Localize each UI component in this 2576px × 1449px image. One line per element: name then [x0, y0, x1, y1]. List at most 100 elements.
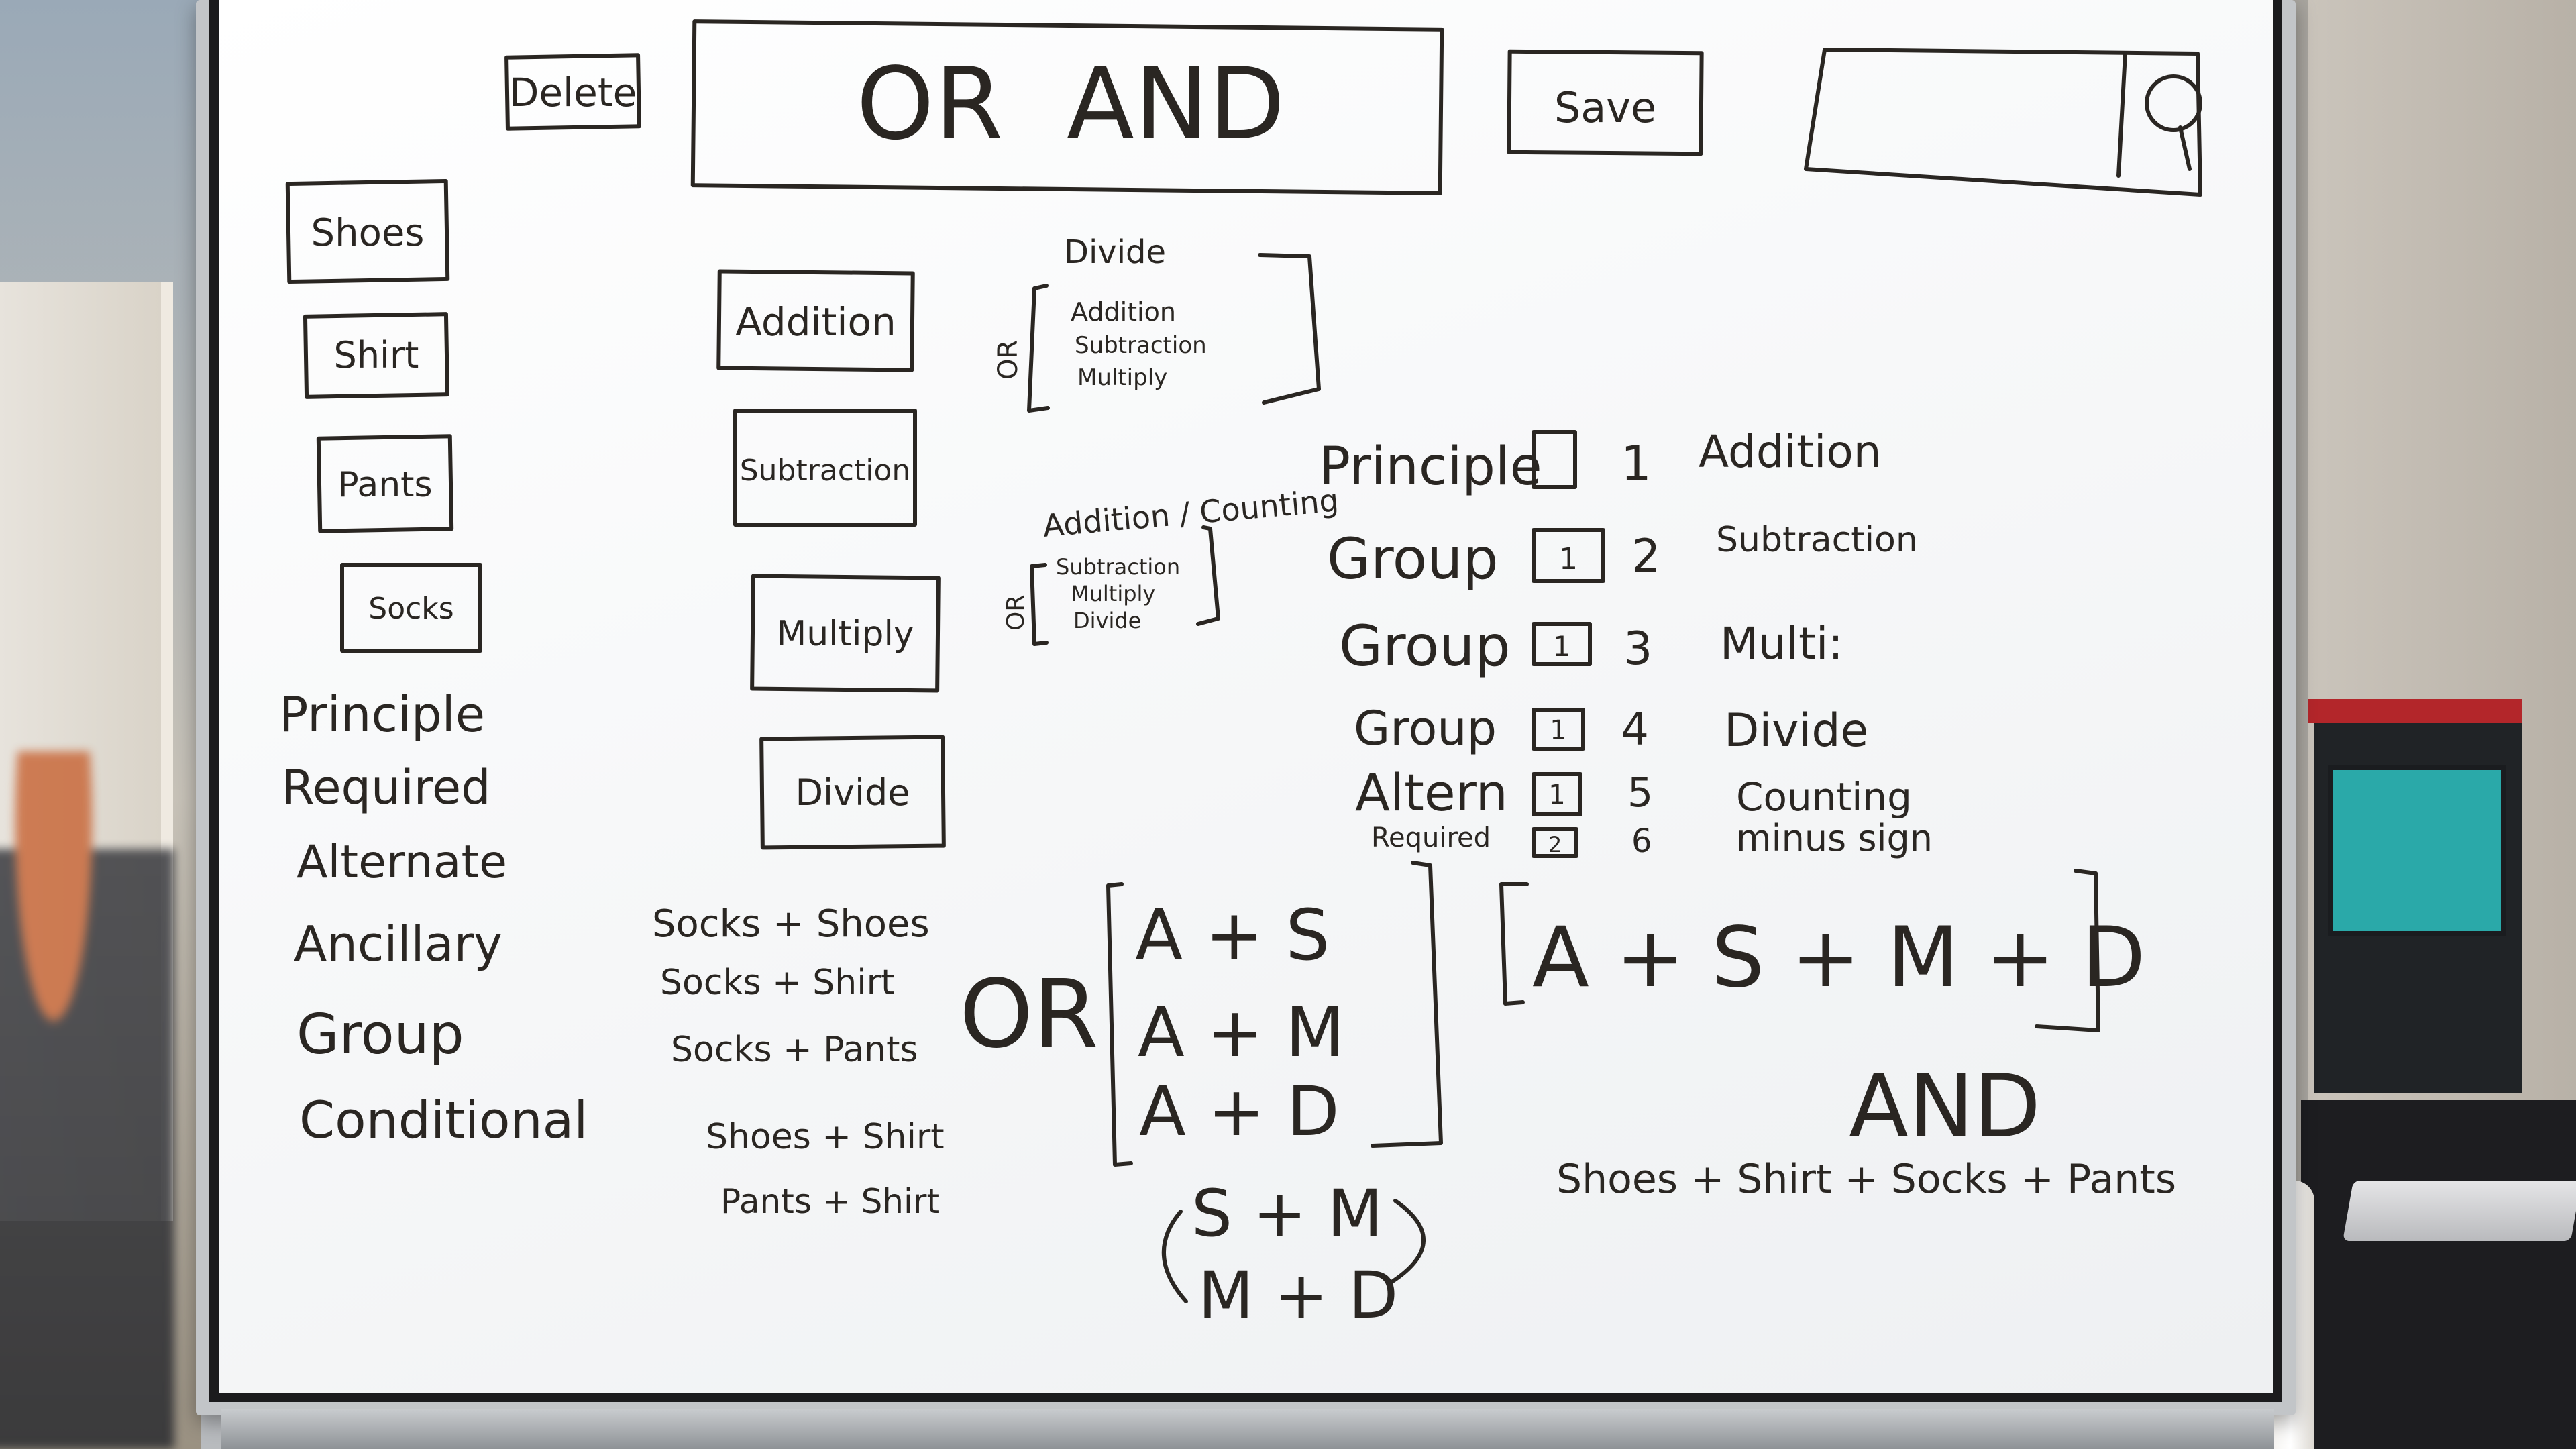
- whiteboard-surface: [219, 0, 2273, 1393]
- divide-note-or: OR: [993, 340, 1024, 380]
- and-items: Shoes + Shirt + Socks + Pants: [1556, 1156, 2176, 1203]
- role-3: Group: [1354, 701, 1497, 756]
- save-button: Save: [1554, 83, 1656, 132]
- or-label: OR: [959, 960, 1098, 1069]
- divide-note-item-multiply: Multiply: [1077, 364, 1167, 391]
- or-group-right-bracket: [1371, 861, 1443, 1148]
- role-box-1: 1: [1559, 542, 1578, 576]
- type-principle: Principle: [279, 686, 485, 743]
- group-checkbox-1: [1532, 528, 1605, 583]
- multiply-box: [750, 574, 941, 693]
- or-group-a-plus-d: A + D: [1139, 1072, 1340, 1152]
- subtraction-button: Subtraction: [740, 453, 911, 488]
- operator-bar-text: OR AND: [856, 46, 1285, 162]
- marker-tray: [221, 1409, 2274, 1449]
- role-box-4: 1: [1548, 780, 1565, 810]
- type-required: Required: [282, 760, 491, 815]
- pants-box: [316, 434, 454, 533]
- delete-button: Delete: [509, 70, 637, 115]
- role-number-3: 4: [1621, 704, 1649, 755]
- role-table: Principle 1 Addition Group 1 2 Subtracti…: [1319, 426, 1933, 860]
- delete-box: [504, 53, 641, 131]
- search-field-box: [1804, 48, 2202, 197]
- divide-box: [759, 735, 946, 850]
- shirt-button: Shirt: [334, 334, 419, 376]
- role-number-1: 2: [1631, 530, 1660, 583]
- addition-button: Addition: [735, 299, 896, 345]
- or-group-a-plus-m: A + M: [1138, 993, 1344, 1073]
- divide-button: Divide: [795, 771, 910, 814]
- group-checkbox-2: [1532, 622, 1592, 666]
- role-number-5: 6: [1631, 822, 1652, 860]
- paren-group-right: [1391, 1199, 1426, 1283]
- addition-note-item-multiply: Multiply: [1071, 581, 1155, 606]
- role-4: Altern: [1355, 763, 1508, 822]
- whiteboard-drawing: Delete OR AND Save Shoes Shirt Pants Soc…: [279, 19, 2202, 1333]
- whiteboard-bezel: [209, 0, 2282, 1402]
- or-group-a-plus-s: A + S: [1135, 894, 1330, 976]
- shoes-box: [285, 178, 450, 284]
- and-expression: A + S + M + D: [1532, 910, 2145, 1006]
- altern-checkbox: [1532, 772, 1582, 816]
- role-box-2: 1: [1553, 630, 1571, 663]
- role-operation-4: Counting: [1736, 774, 1912, 820]
- laptop: [2343, 1181, 2576, 1241]
- socks-button: Socks: [368, 592, 453, 626]
- addition-note-item-subtraction: Subtraction: [1056, 554, 1180, 580]
- role-operation-3: Divide: [1724, 704, 1868, 757]
- type-group: Group: [297, 1003, 464, 1067]
- pants-button: Pants: [337, 465, 432, 505]
- search-icon: [2145, 74, 2202, 171]
- addition-note-or: OR: [1002, 595, 1030, 631]
- combo-pants-shirt: Pants + Shirt: [720, 1182, 940, 1221]
- role-operation-2: Multi:: [1720, 618, 1843, 669]
- role-0: Principle: [1319, 437, 1542, 497]
- and-right-bracket: [2035, 869, 2100, 1032]
- divide-note-right-bracket: [1258, 253, 1321, 405]
- role-number-4: 5: [1627, 769, 1653, 816]
- shirt-box: [303, 312, 450, 399]
- required-checkbox: [1532, 827, 1578, 858]
- role-operation-0: Addition: [1699, 426, 1882, 478]
- addition-note-item-divide: Divide: [1073, 608, 1141, 633]
- operator-bar-box: [690, 19, 1444, 195]
- combo-socks-shoes: Socks + Shoes: [652, 902, 930, 946]
- role-1: Group: [1327, 526, 1499, 592]
- divide-note-item-subtraction: Subtraction: [1075, 332, 1207, 359]
- role-2: Group: [1339, 613, 1511, 679]
- or-group-left-bracket: [1106, 882, 1133, 1167]
- desk: [2301, 1100, 2576, 1449]
- shelf-unit: [2308, 699, 2522, 1093]
- addition-box: [716, 269, 915, 372]
- save-box: [1507, 49, 1704, 156]
- role-operation-5: minus sign: [1736, 817, 1933, 859]
- role-box-5: 2: [1548, 832, 1562, 857]
- combo-socks-pants: Socks + Pants: [671, 1030, 918, 1070]
- role-number-0: 1: [1621, 435, 1652, 492]
- and-left-bracket: [1499, 882, 1529, 1006]
- type-alternate: Alternate: [297, 836, 507, 889]
- group-checkbox-3: [1532, 708, 1585, 751]
- and-label: AND: [1849, 1055, 2041, 1157]
- addition-note-right-bracket: [1196, 525, 1220, 626]
- divide-note-left-bracket: [1027, 284, 1050, 413]
- teal-bin: [2328, 765, 2506, 936]
- addition-note-left-bracket: [1030, 563, 1049, 646]
- role-box-3: 1: [1550, 715, 1566, 746]
- paren-group-left: [1161, 1210, 1188, 1303]
- role-number-2: 3: [1623, 623, 1652, 676]
- multiply-button: Multiply: [776, 614, 914, 654]
- blurred-person: [0, 751, 174, 1449]
- paren-group-m-plus-d: M + D: [1198, 1258, 1398, 1333]
- search-divider: [2116, 52, 2127, 178]
- principle-checkbox: [1532, 430, 1577, 489]
- combo-socks-shirt: Socks + Shirt: [660, 963, 894, 1003]
- role-operation-1: Subtraction: [1716, 520, 1918, 560]
- divide-note-title: Divide: [1064, 233, 1166, 271]
- shoes-button: Shoes: [311, 211, 425, 255]
- addition-note-title: Addition / Counting: [1041, 482, 1340, 544]
- red-box: [2308, 699, 2522, 723]
- paren-group-s-plus-m: S + M: [1191, 1176, 1383, 1251]
- role-5: Required: [1371, 822, 1491, 853]
